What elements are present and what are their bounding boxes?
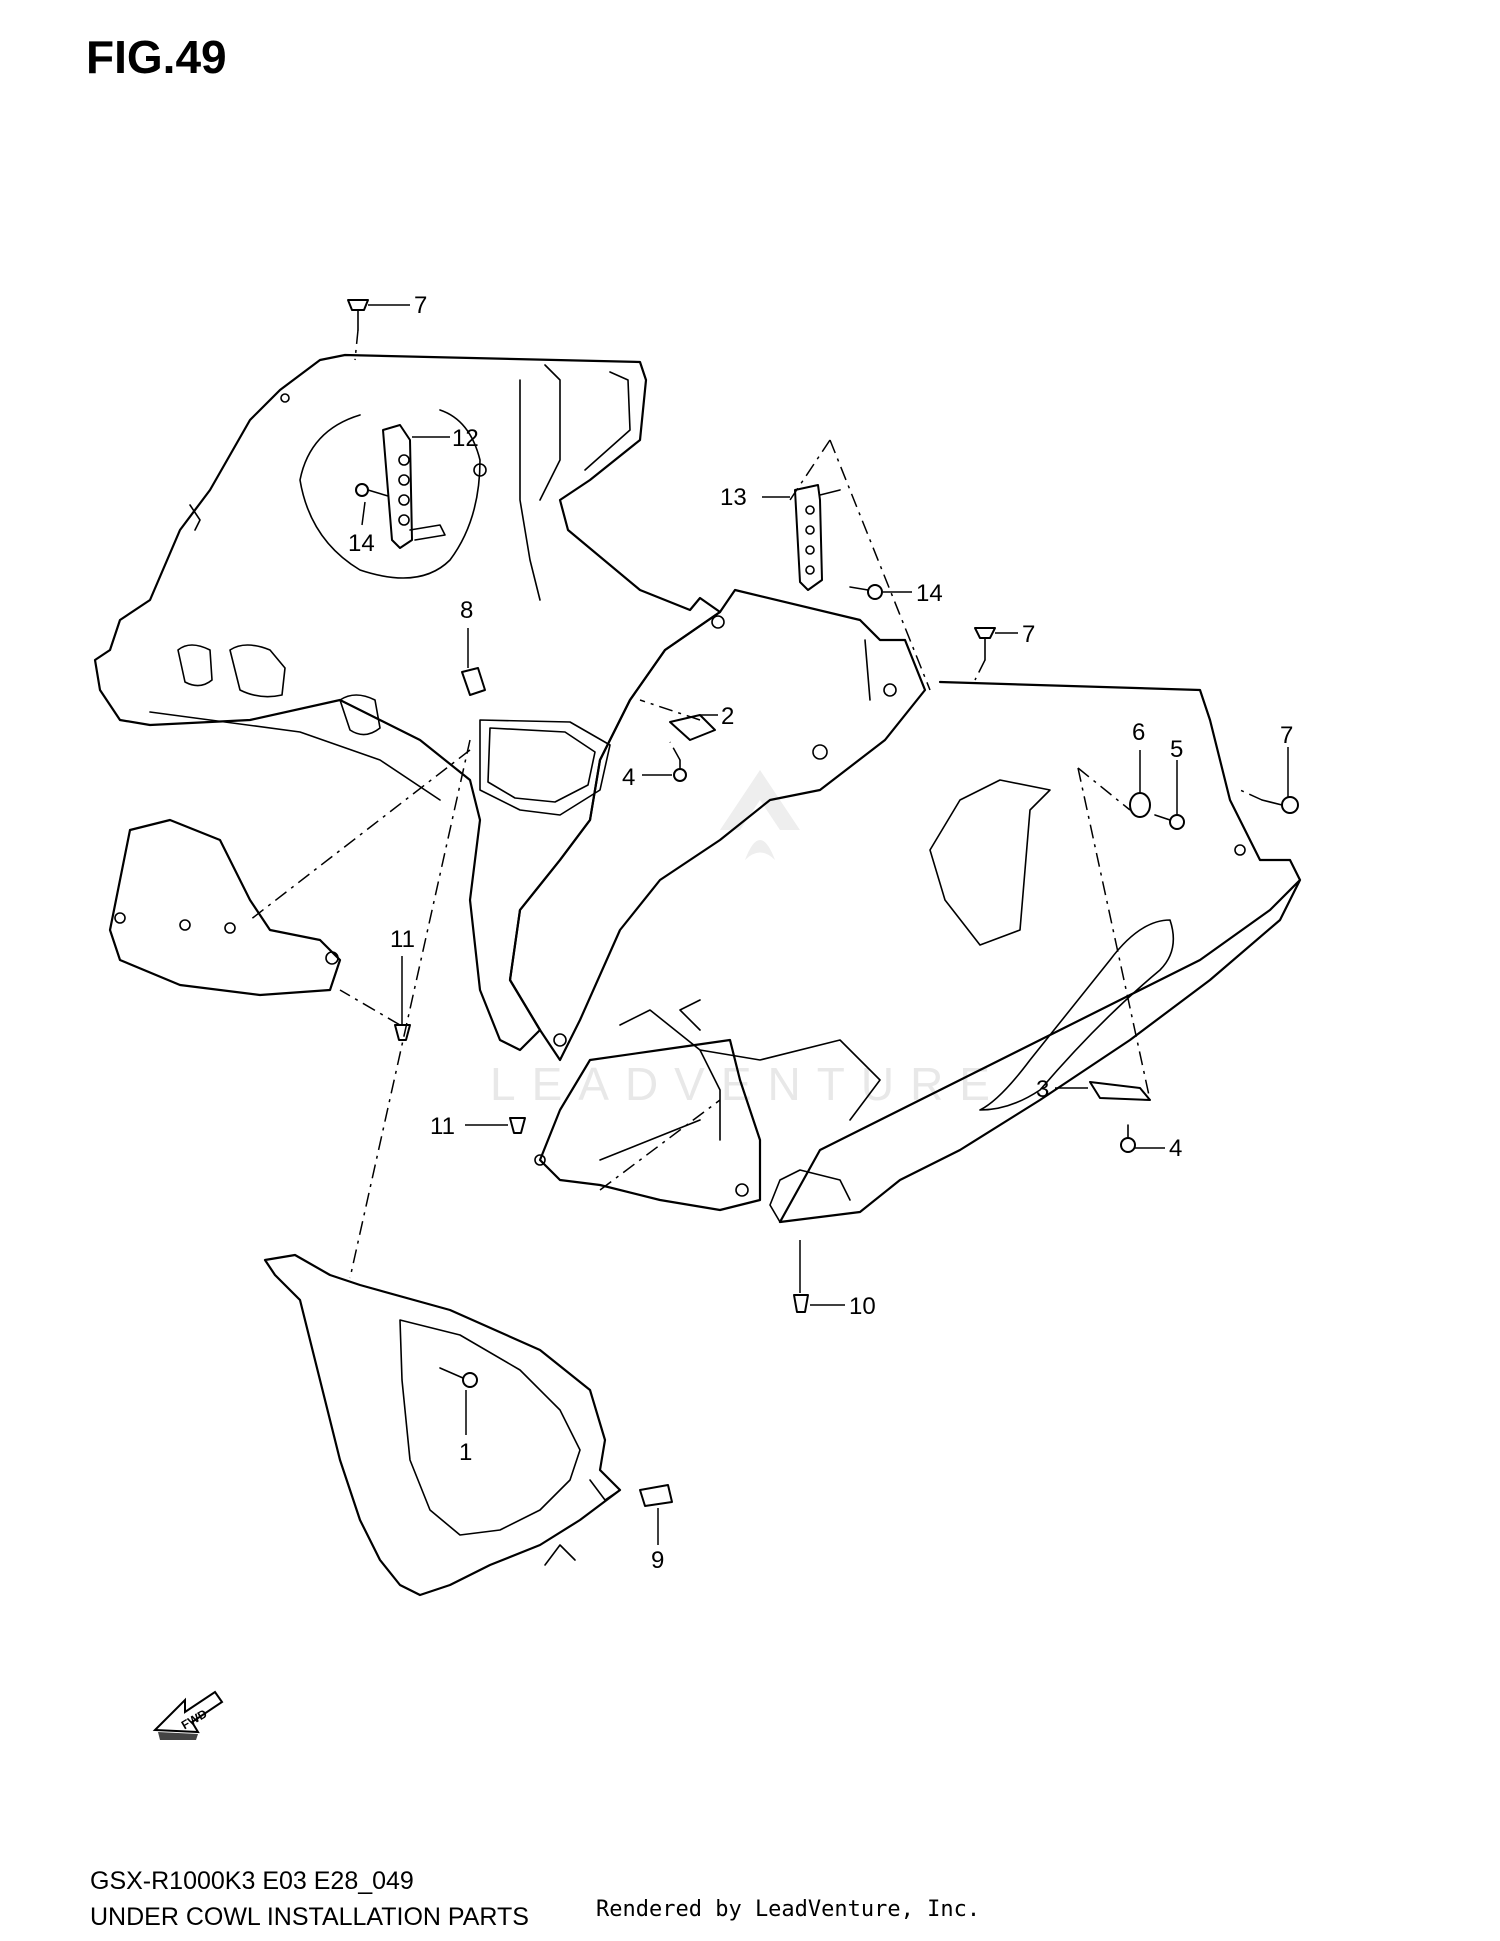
callout-4-right: 4 [1169, 1135, 1182, 1162]
collar-5 [1154, 814, 1185, 830]
screw-7-right [1261, 796, 1299, 814]
callout-14-right: 14 [916, 580, 943, 607]
callout-7-top: 7 [414, 292, 427, 319]
center-under-cowl-panel [508, 588, 927, 1062]
callout-12: 12 [452, 425, 479, 452]
fwd-arrow-icon: FWD [152, 1690, 224, 1740]
watermark-logo-icon [720, 770, 800, 830]
bolt-14-right [849, 584, 883, 600]
leader-lines [361, 304, 1289, 1545]
callout-7-mid: 7 [1022, 621, 1035, 648]
callout-10: 10 [849, 1293, 876, 1320]
figure-subtitle: UNDER COWL INSTALLATION PARTS [90, 1903, 529, 1931]
figure-title: FIG.49 [86, 31, 227, 83]
callout-2: 2 [721, 703, 734, 730]
bottom-cowl-piece [263, 1253, 622, 1597]
watermark-flame-icon [745, 840, 775, 860]
bolt-4-right [1120, 1124, 1136, 1153]
bracket-2 [669, 714, 716, 741]
callout-13: 13 [720, 484, 747, 511]
bolt-4-left [673, 759, 687, 782]
callout-3: 3 [1036, 1076, 1049, 1103]
model-code: GSX-R1000K3 E03 E28_049 [90, 1867, 414, 1895]
left-lower-cowl-panel [108, 818, 342, 997]
callout-11-mid: 11 [430, 1113, 455, 1140]
callout-7-right: 7 [1280, 722, 1293, 749]
nut-9 [639, 1484, 673, 1507]
nut-11-mid [509, 1117, 526, 1134]
grommet-6 [1129, 792, 1151, 818]
callout-8: 8 [460, 597, 473, 624]
callout-1: 1 [459, 1439, 472, 1466]
callout-9: 9 [651, 1547, 664, 1574]
callout-4-left: 4 [622, 764, 635, 791]
small-side-cover [534, 1038, 762, 1212]
watermark-text: LEADVENTURE [490, 1058, 1006, 1110]
alignment-lines [249, 329, 1263, 1279]
screw-7-top [347, 299, 369, 331]
callout-14-left: 14 [348, 530, 375, 557]
clip-8 [461, 667, 486, 696]
screw-1 [439, 1367, 478, 1388]
rendered-by-credit: Rendered by LeadVenture, Inc. [596, 1897, 981, 1922]
right-lower-cowl-panel [553, 680, 1302, 1224]
bolt-14-left [355, 483, 389, 497]
callout-6: 6 [1132, 719, 1145, 746]
clip-10 [793, 1294, 809, 1313]
screw-7-mid [974, 627, 996, 661]
callout-5: 5 [1170, 736, 1183, 763]
watermark: LEADVENTURE [490, 770, 1006, 1110]
bracket-12 [382, 424, 446, 549]
bracket-13 [794, 484, 841, 591]
left-inner-cowl-panel [93, 353, 722, 1052]
nut-11-left [394, 1024, 411, 1041]
bracket-3 [1089, 1081, 1151, 1101]
callout-11-left: 11 [390, 926, 415, 953]
